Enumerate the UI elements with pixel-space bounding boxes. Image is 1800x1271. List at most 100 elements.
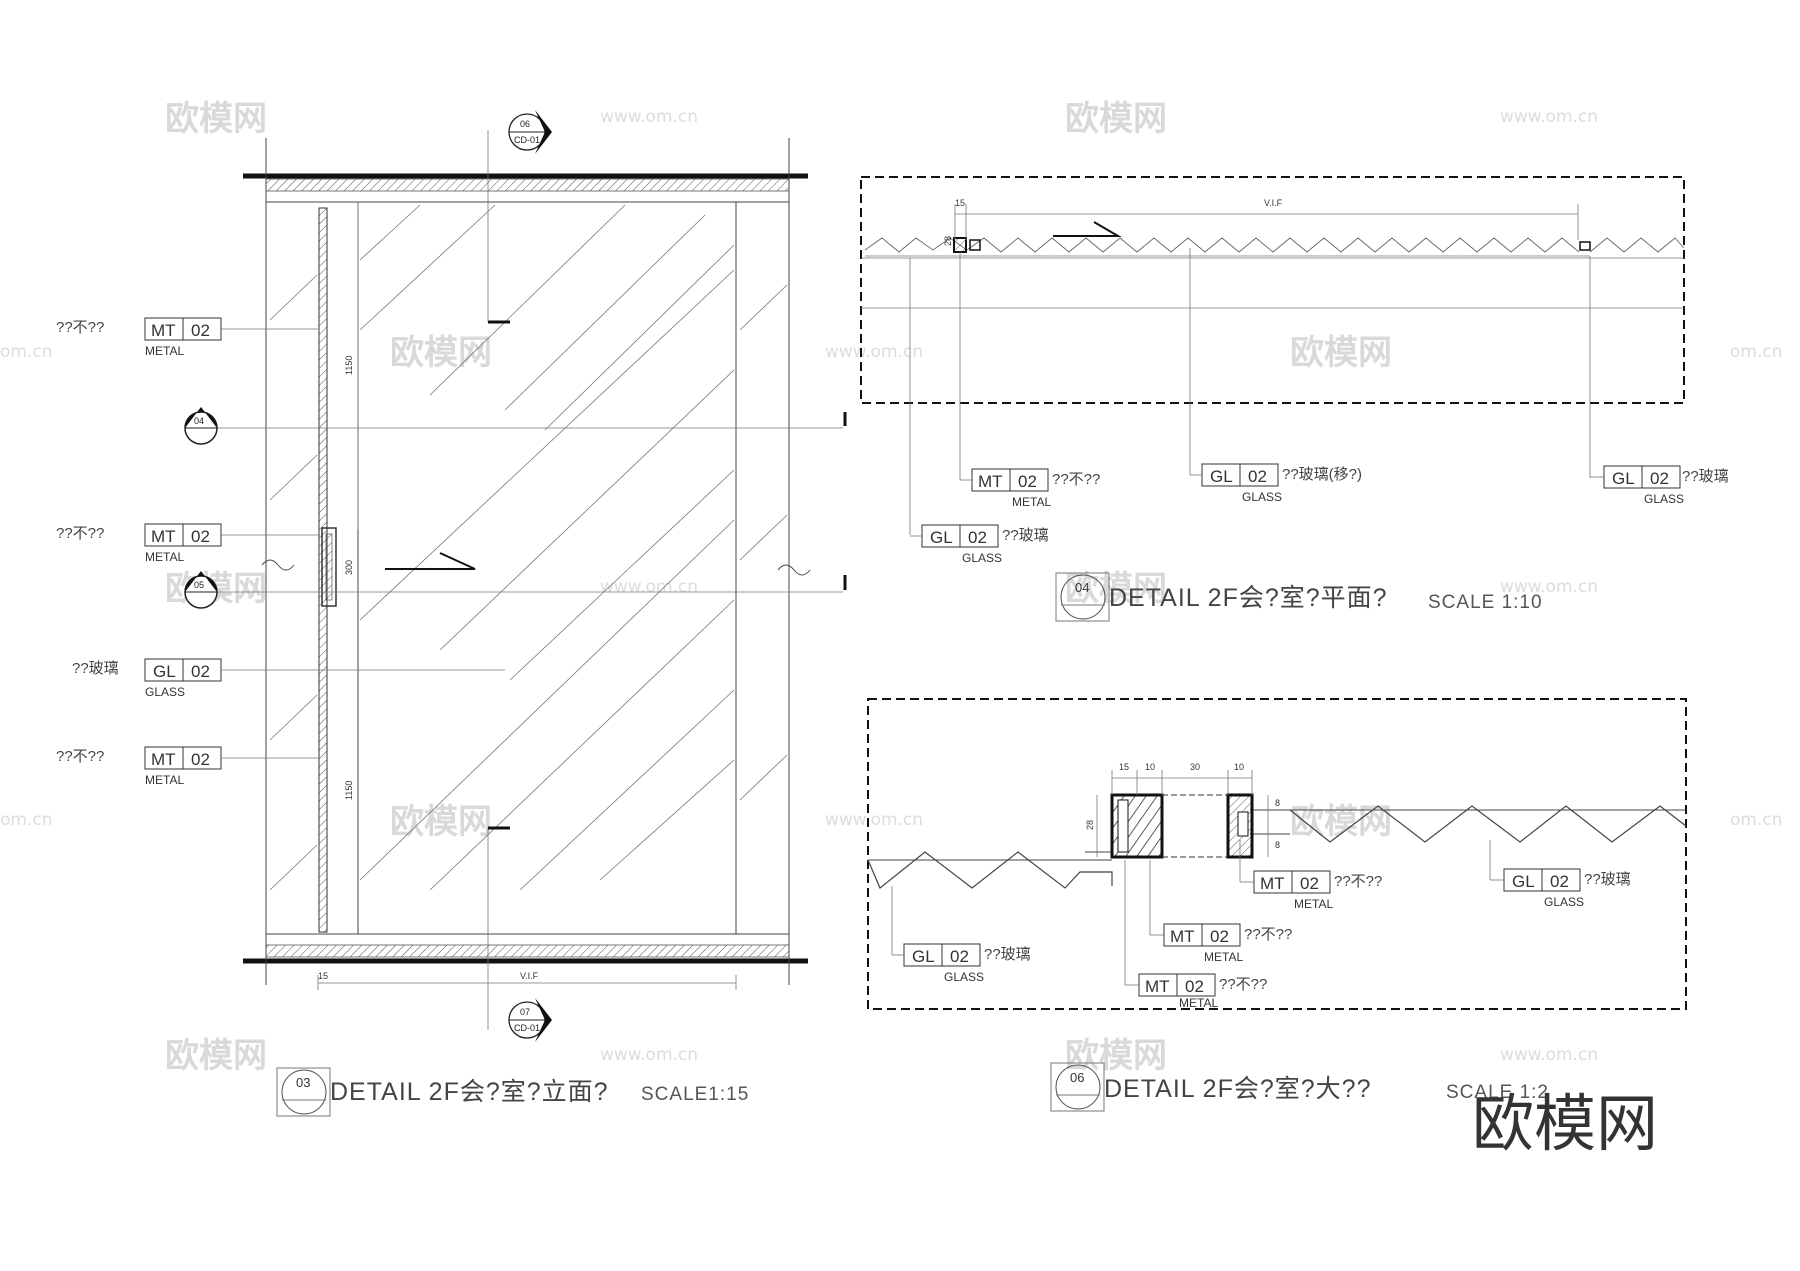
svg-text:??不??: ??不??	[56, 748, 104, 765]
svg-text:02: 02	[968, 528, 987, 547]
watermark-url: www.om.cn	[600, 1045, 698, 1065]
svg-text:??不??: ??不??	[1334, 873, 1382, 890]
svg-text:06: 06	[1070, 1070, 1084, 1085]
watermark-brand: 欧模网	[1065, 99, 1167, 139]
svg-text:??玻璃: ??玻璃	[984, 946, 1031, 963]
svg-text:??不??: ??不??	[56, 525, 104, 542]
material-tag: MT 02 ??不?? METAL	[1150, 923, 1292, 964]
svg-text:GLASS: GLASS	[1242, 490, 1282, 504]
plan-drawing: 15 V.I.F 28 MT 02 ??不?? METAL GL 02 ??玻璃…	[860, 176, 1729, 622]
drawing-title-03: 03 DETAIL 2F会?室?立面? SCALE1:15	[276, 1067, 749, 1117]
material-tag: ??不?? MT 02 METAL	[56, 523, 320, 564]
watermark-url: www.om.cn	[1500, 107, 1598, 127]
svg-text:02: 02	[191, 662, 210, 681]
drawing-title-06: 06 DETAIL 2F会?室?大?? SCALE 1:2	[1050, 1062, 1549, 1112]
material-tag: ??玻璃 GL 02 GLASS	[72, 658, 505, 699]
dim-10: 10	[1234, 762, 1244, 772]
dim-vif: V.I.F	[520, 971, 539, 981]
svg-text:??玻璃: ??玻璃	[1002, 527, 1049, 544]
svg-text:GLASS: GLASS	[944, 970, 984, 984]
dim-28: 28	[943, 236, 953, 246]
brand-logo: 欧模网	[1472, 1087, 1658, 1160]
watermark-url: www.om.cn	[600, 577, 698, 597]
material-tag: MT 02 ??不?? METAL	[1125, 973, 1267, 1010]
dim-300: 300	[344, 560, 354, 575]
dim-15: 15	[1119, 762, 1129, 772]
svg-text:CD-01: CD-01	[514, 1023, 540, 1033]
svg-text:MT: MT	[151, 750, 176, 769]
svg-text:02: 02	[1650, 469, 1669, 488]
svg-text:02: 02	[950, 947, 969, 966]
svg-text:??不??: ??不??	[56, 319, 104, 336]
drawing-scale: SCALE 1:2	[1446, 1082, 1549, 1103]
svg-text:05: 05	[194, 580, 204, 590]
svg-text:MT: MT	[1145, 977, 1170, 996]
material-tag: ??不?? MT 02 METAL	[56, 317, 318, 358]
svg-text:GL: GL	[1210, 467, 1233, 486]
svg-text:07: 07	[520, 1007, 530, 1017]
drawing-title: DETAIL 2F会?室?平面?	[1109, 584, 1388, 612]
svg-text:GL: GL	[930, 528, 953, 547]
svg-text:CD-01: CD-01	[514, 135, 540, 145]
drawing-title: DETAIL 2F会?室?大??	[1104, 1075, 1371, 1103]
elevation-drawing: 1150 300 1150 15 V.I.F 04 05 06 CD-01	[56, 110, 847, 1117]
dim-15: 15	[318, 971, 328, 981]
svg-text:04: 04	[194, 416, 204, 426]
dim-28: 28	[1085, 820, 1095, 830]
dim-8: 8	[1275, 840, 1280, 850]
watermark-url: om.cn	[1730, 810, 1783, 830]
material-tag: MT 02 ??不?? METAL	[1240, 870, 1382, 911]
svg-text:METAL: METAL	[145, 550, 184, 564]
watermark-brand: 欧模网	[1290, 333, 1392, 373]
svg-text:MT: MT	[978, 472, 1003, 491]
material-tag: MT 02 ??不?? METAL	[960, 468, 1100, 509]
svg-text:METAL: METAL	[145, 344, 184, 358]
watermark-brand: 欧模网	[1065, 569, 1167, 609]
svg-text:GLASS: GLASS	[962, 551, 1002, 565]
watermark-url: www.om.cn	[825, 342, 923, 362]
material-tag: GL 02 ??玻璃 GLASS	[892, 943, 1031, 984]
dim-1150-bottom: 1150	[344, 781, 354, 800]
svg-text:MT: MT	[151, 321, 176, 340]
watermark-brand: 欧模网	[1065, 1036, 1167, 1076]
material-tag: GL 02 ??玻璃 GLASS	[910, 524, 1049, 565]
svg-text:02: 02	[191, 750, 210, 769]
svg-text:METAL: METAL	[1294, 897, 1333, 911]
drawing-scale: SCALE1:15	[641, 1084, 749, 1105]
svg-text:03: 03	[296, 1075, 310, 1090]
svg-text:02: 02	[1018, 472, 1037, 491]
svg-text:??玻璃(移?): ??玻璃(移?)	[1282, 466, 1362, 483]
svg-text:06: 06	[520, 119, 530, 129]
watermark-url: www.om.cn	[1500, 577, 1598, 597]
watermark-brand: 欧模网	[390, 333, 492, 373]
svg-text:??不??: ??不??	[1244, 926, 1292, 943]
material-tag: GL 02 ??玻璃 GLASS	[1490, 868, 1631, 909]
dim-30: 30	[1190, 762, 1200, 772]
svg-text:??玻璃: ??玻璃	[1584, 871, 1631, 888]
watermark-url: www.om.cn	[825, 810, 923, 830]
svg-text:METAL: METAL	[1012, 495, 1051, 509]
section-marker-05: 05	[184, 571, 218, 609]
watermark-url: om.cn	[0, 810, 53, 830]
watermark-url: om.cn	[1730, 342, 1783, 362]
dim-15: 15	[955, 198, 965, 208]
svg-text:MT: MT	[151, 527, 176, 546]
enlarged-detail-drawing: 15 10 30 10 28 8 8 MT 02 ??不?? METAL GL …	[867, 698, 1687, 1112]
dim-10: 10	[1145, 762, 1155, 772]
material-tag: GL 02 ??玻璃 GLASS	[1590, 465, 1729, 506]
material-tag: GL 02 ??玻璃(移?) GLASS	[1190, 463, 1362, 504]
svg-text:GL: GL	[1612, 469, 1635, 488]
dim-8: 8	[1275, 798, 1280, 808]
watermark-url: www.om.cn	[600, 107, 698, 127]
watermark-brand: 欧模网	[390, 802, 492, 842]
svg-text:02: 02	[1185, 977, 1204, 996]
svg-text:GL: GL	[1512, 872, 1535, 891]
svg-text:GLASS: GLASS	[1644, 492, 1684, 506]
dim-vif: V.I.F	[1264, 198, 1283, 208]
svg-text:02: 02	[1300, 874, 1319, 893]
callout-07: 07 CD-01	[508, 998, 552, 1042]
svg-text:GL: GL	[153, 662, 176, 681]
svg-text:??玻璃: ??玻璃	[1682, 468, 1729, 485]
drawing-title: DETAIL 2F会?室?立面?	[330, 1078, 609, 1106]
svg-text:02: 02	[1210, 927, 1229, 946]
